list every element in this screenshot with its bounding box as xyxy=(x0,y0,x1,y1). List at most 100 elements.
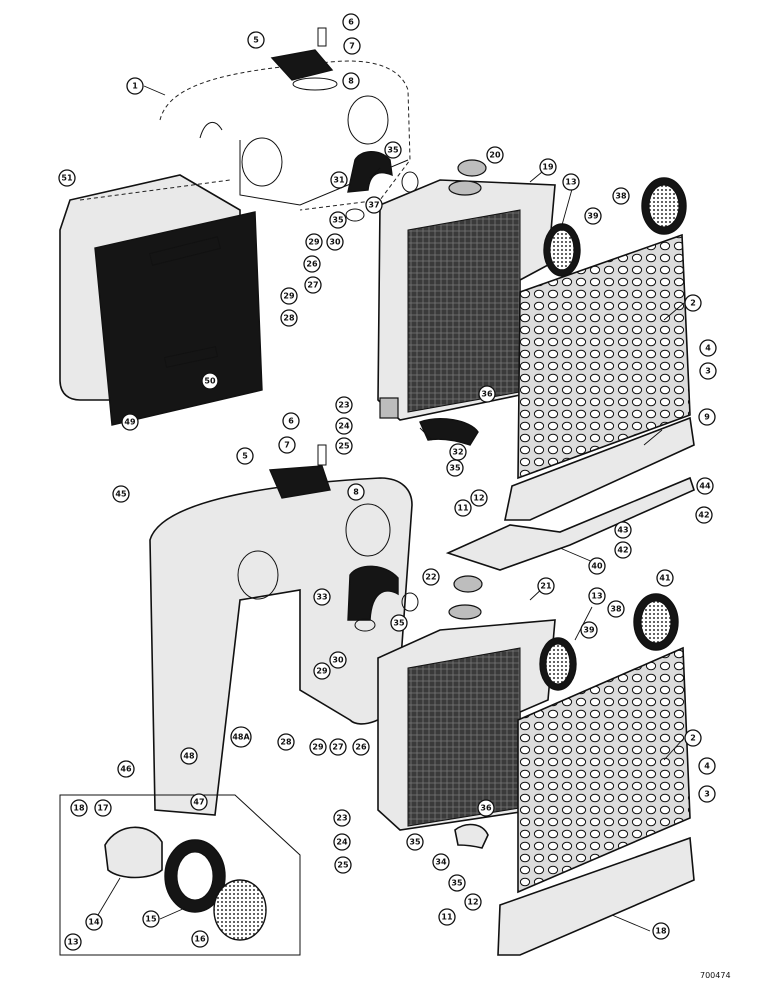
callout-label: 14 xyxy=(88,918,100,927)
callout-8-lower: 8 xyxy=(347,483,365,501)
callout-23-lower: 23 xyxy=(333,809,351,827)
callout-36-upper: 36 xyxy=(478,385,496,403)
callout-43: 43 xyxy=(614,521,632,539)
bottom-pan-upper xyxy=(445,416,695,571)
callout-31: 31 xyxy=(330,171,348,189)
callout-label: 50 xyxy=(204,377,216,386)
callout-27-upper: 27 xyxy=(304,276,322,294)
callout-2-upper: 2 xyxy=(684,294,702,312)
callout-label: 42 xyxy=(617,546,628,555)
callout-29-lower-b: 29 xyxy=(309,738,327,756)
callout-32: 32 xyxy=(449,443,467,461)
callout-30-upper: 30 xyxy=(326,233,344,251)
callout-label: 15 xyxy=(145,915,157,924)
callout-29-lower-a: 29 xyxy=(313,662,331,680)
callout-label: 8 xyxy=(348,77,354,86)
callout-24-upper: 24 xyxy=(335,417,353,435)
callout-label: 30 xyxy=(332,656,344,665)
callout-label: 35 xyxy=(451,879,463,888)
callout-label: 8 xyxy=(353,488,359,497)
callout-35-f: 35 xyxy=(448,874,466,892)
callout-label: 27 xyxy=(332,743,343,752)
callout-label: 31 xyxy=(333,176,345,185)
callout-label: 7 xyxy=(284,441,290,450)
callout-label: 37 xyxy=(368,201,379,210)
callout-label: 6 xyxy=(288,417,294,426)
callout-label: 49 xyxy=(124,418,136,427)
callout-35-c: 35 xyxy=(446,459,464,477)
callout-label: 25 xyxy=(337,861,349,870)
callout-4-lower: 4 xyxy=(698,757,716,775)
callout-38-lower: 38 xyxy=(607,600,625,618)
callout-label: 38 xyxy=(615,192,627,201)
callout-48: 48 xyxy=(180,747,198,765)
callout-label: 19 xyxy=(542,163,554,172)
upper-shroud-panel xyxy=(59,174,263,426)
callout-label: 48A xyxy=(232,733,250,742)
callout-label: 23 xyxy=(336,814,347,823)
callout-label: 38 xyxy=(610,605,622,614)
callout-label: 41 xyxy=(659,574,671,583)
callout-label: 29 xyxy=(283,292,295,301)
callout-label: 13 xyxy=(591,592,602,601)
callout-13-lower: 13 xyxy=(588,587,606,605)
upper-hood-outline xyxy=(159,60,411,211)
callout-24-lower: 24 xyxy=(333,833,351,851)
callout-26-upper: 26 xyxy=(303,255,321,273)
callout-label: 11 xyxy=(441,913,453,922)
upper-headlights xyxy=(543,177,687,277)
callout-label: 48 xyxy=(183,752,195,761)
callout-15: 15 xyxy=(142,910,160,928)
callout-label: 47 xyxy=(193,798,204,807)
upper-hoses xyxy=(345,151,479,446)
callout-12-lower: 12 xyxy=(464,893,482,911)
callout-label: 3 xyxy=(705,367,711,376)
callout-label: 2 xyxy=(690,734,696,743)
callout-label: 34 xyxy=(435,858,447,867)
callout-label: 51 xyxy=(61,174,73,183)
callout-30-lower: 30 xyxy=(329,651,347,669)
callout-46: 46 xyxy=(117,760,135,778)
callout-6-upper: 6 xyxy=(342,13,360,31)
callout-label: 6 xyxy=(348,18,354,27)
lower-headlights xyxy=(539,593,679,691)
lower-pan xyxy=(497,836,695,956)
lower-radiator xyxy=(377,575,556,831)
callout-51: 51 xyxy=(58,169,76,187)
callout-label: 23 xyxy=(338,401,349,410)
upper-radiator-cap-cover xyxy=(270,27,338,91)
callout-label: 5 xyxy=(242,452,248,461)
callout-11-lower: 11 xyxy=(438,908,456,926)
callout-label: 39 xyxy=(587,212,599,221)
callout-25-upper: 25 xyxy=(335,437,353,455)
callout-label: 21 xyxy=(540,582,552,591)
callout-label: 45 xyxy=(115,490,127,499)
callout-label: 12 xyxy=(467,898,478,907)
callout-16: 16 xyxy=(191,930,209,948)
callout-label: 36 xyxy=(480,804,492,813)
upper-radiator xyxy=(377,159,556,421)
callout-label: 26 xyxy=(355,743,367,752)
callout-label: 12 xyxy=(473,494,484,503)
callout-label: 25 xyxy=(338,442,350,451)
callout-7-lower: 7 xyxy=(278,436,296,454)
callout-35-a: 35 xyxy=(384,141,402,159)
callout-label: 29 xyxy=(316,667,328,676)
callout-48A: 48A xyxy=(230,726,252,748)
callout-label: 20 xyxy=(489,151,501,160)
callout-5-upper: 5 xyxy=(247,31,265,49)
callout-29-upper-b: 29 xyxy=(280,287,298,305)
callout-39-lower: 39 xyxy=(580,621,598,639)
callout-label: 2 xyxy=(690,299,696,308)
callout-5-lower: 5 xyxy=(236,447,254,465)
callout-2-lower: 2 xyxy=(684,729,702,747)
headlight-detail-box xyxy=(59,794,301,956)
callout-14: 14 xyxy=(85,913,103,931)
callout-12-upper: 12 xyxy=(470,489,488,507)
callout-29-upper-a: 29 xyxy=(305,233,323,251)
callout-11-upper: 11 xyxy=(454,499,472,517)
callout-label: 13 xyxy=(67,938,78,947)
callout-label: 36 xyxy=(481,390,493,399)
callout-label: 9 xyxy=(704,413,710,422)
